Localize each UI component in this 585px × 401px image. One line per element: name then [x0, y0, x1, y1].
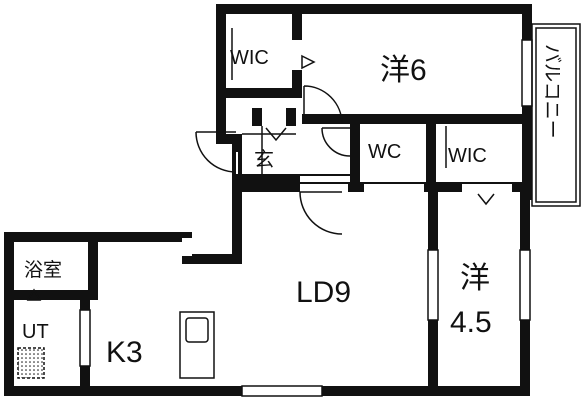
label-balcony: バルコニー: [541, 44, 562, 139]
closet-door-swing: [303, 85, 343, 125]
label-entrance: 玄: [254, 148, 274, 171]
label-k3: K3: [106, 336, 143, 369]
fixtures: [17, 28, 447, 379]
bath-marker: [26, 288, 42, 301]
room-labels: WIC 洋6 玄 WC WIC 浴室 UT K3 LD9 洋 4.5 バルコニー: [22, 44, 562, 369]
balcony: [531, 23, 581, 207]
wc-door-swing: [321, 127, 351, 157]
label-ut: UT: [22, 321, 49, 343]
label-western-6: 洋6: [380, 54, 427, 87]
windows: [79, 39, 533, 397]
label-ld9: LD9: [296, 276, 351, 309]
label-wic-right: WIC: [448, 145, 487, 167]
label-bath: 浴室: [24, 259, 62, 281]
washer-space: [17, 347, 45, 379]
door-markers: [26, 54, 495, 301]
wic-right-marker: [477, 193, 495, 206]
label-wic-top: WIC: [230, 47, 269, 69]
openings: [80, 40, 532, 396]
ld-door-swing: [299, 191, 343, 235]
door-swings: [195, 85, 351, 235]
kitchen-counter: [179, 311, 215, 379]
entrance-door-swing: [195, 131, 237, 173]
kitchen-sink: [185, 317, 209, 343]
entrance-marker: [265, 127, 287, 142]
label-western-45-line1: 洋: [460, 262, 490, 295]
wic-top-marker: [301, 54, 316, 70]
label-western-45-line2: 4.5: [450, 306, 492, 339]
label-wc: WC: [368, 141, 401, 163]
